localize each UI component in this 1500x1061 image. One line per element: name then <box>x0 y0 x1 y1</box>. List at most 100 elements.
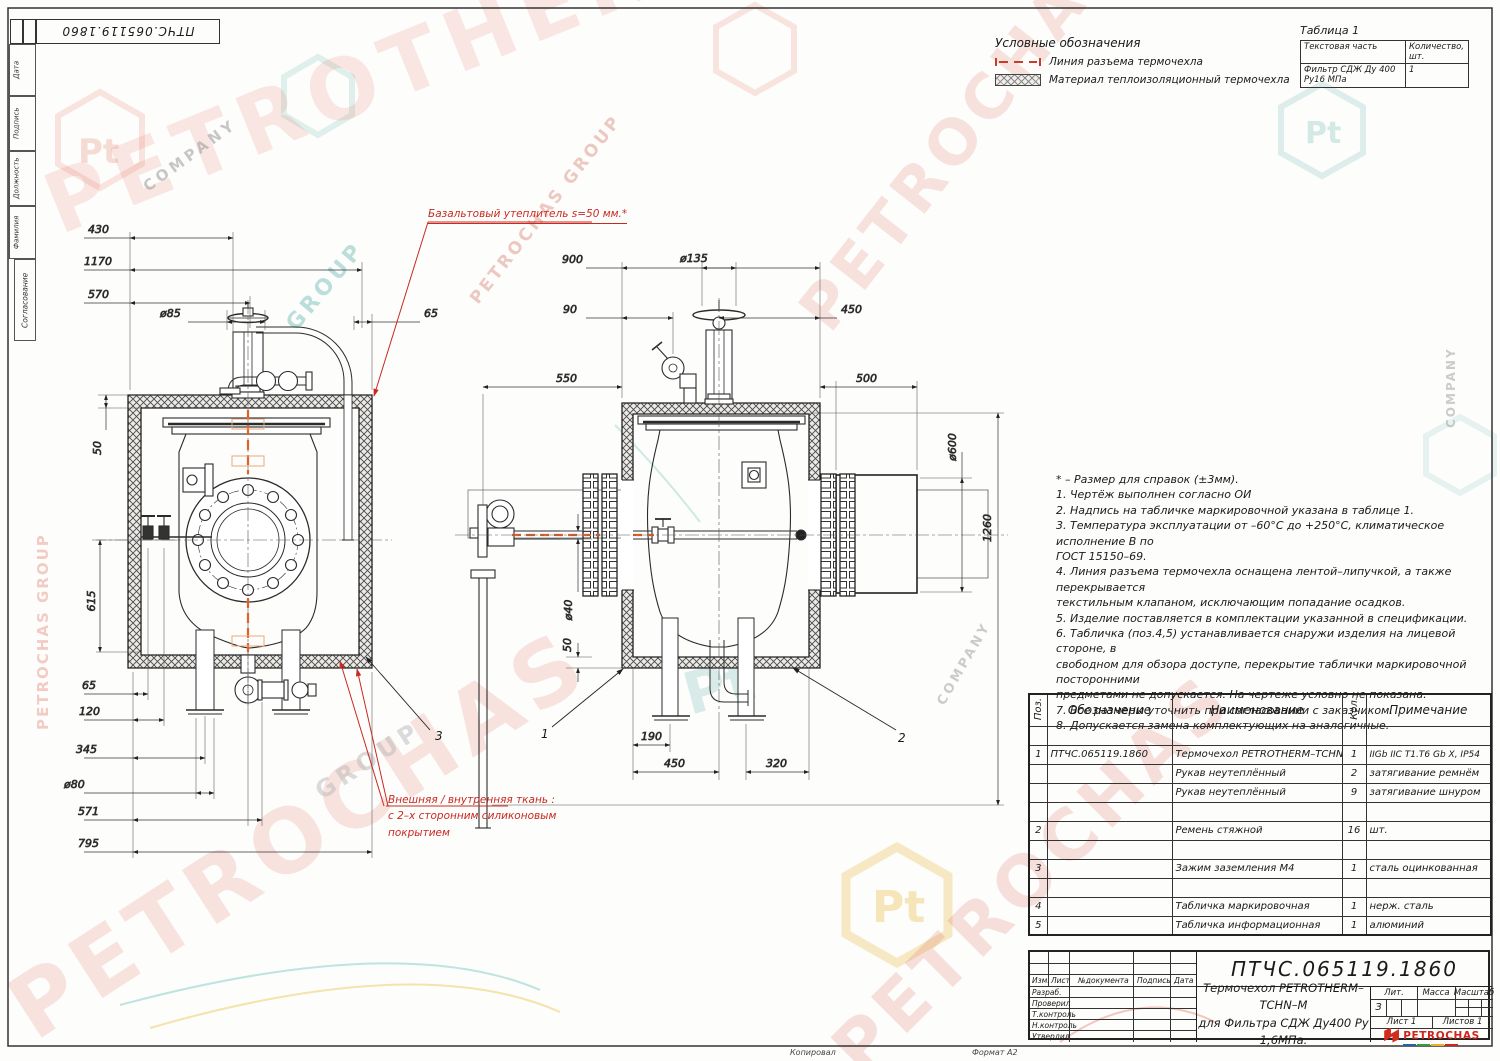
description-line: Термочехол PETROTHERM–TCHN–M <box>1203 981 1364 1013</box>
leader-lines: 3 1 2 <box>339 221 906 807</box>
dim-label: 900 <box>562 253 583 266</box>
title-block-sign-grid: Изм. Лист №документа Подпись Дата Разраб… <box>1030 952 1197 1042</box>
tb-sheet: Лист 1 <box>1386 1017 1417 1027</box>
legs <box>652 617 766 721</box>
legend-item: Линия разъема термочехла <box>995 56 1290 68</box>
swoosh-line <box>119 962 541 1006</box>
position-callout-3: 3 <box>435 729 443 743</box>
hexagon-watermark <box>1278 80 1366 180</box>
table-1-header-text: Текстовая часть <box>1300 40 1406 64</box>
dim-label: 90 <box>563 303 577 316</box>
tb-col-list: Лист <box>1051 976 1071 985</box>
hexagon-watermark <box>713 1 797 97</box>
dim-label: 450 <box>664 757 685 770</box>
insulation-swatch-icon <box>995 74 1041 86</box>
approval-cell-date: Дата <box>8 44 36 96</box>
fabric-callout-line: покрытием <box>388 826 450 839</box>
basalt-callout-text: Базальтовый утеплитель s=50 мм.* <box>428 206 628 225</box>
dim-label: ø600 <box>946 433 959 462</box>
spec-header-note: Примечание <box>1365 693 1492 727</box>
tb-mass-label: Масса <box>1422 988 1450 998</box>
approval-cell-position: Должность <box>8 151 36 206</box>
table-1-header-qty: Количество, шт. <box>1405 40 1469 64</box>
hexagon-watermark <box>55 88 145 192</box>
side-valves <box>141 515 212 540</box>
tb-col-sign: Подпись <box>1137 976 1171 985</box>
dim-label: ø40 <box>562 600 575 622</box>
tb-row-developed: Разраб. <box>1032 988 1062 997</box>
tb-row-tcontrol: Т.контроль <box>1032 1010 1076 1019</box>
hexagon-watermark <box>841 841 953 969</box>
note-line: 4. Линия разъема термочехла оснащена лен… <box>1056 565 1452 594</box>
legend-item-label: Материал теплоизоляционный термочехла <box>1049 74 1290 86</box>
spec-row <box>1028 725 1492 746</box>
sheet-frame <box>7 7 1493 1047</box>
tb-row-approved: Утвердил <box>1032 1032 1070 1041</box>
tb-col-izm: Изм. <box>1032 976 1050 985</box>
dim-label: 1260 <box>981 514 994 542</box>
note-line: * – Размер для справок (±3мм). <box>1056 473 1239 486</box>
dim-label: 50 <box>91 441 104 455</box>
angle-valve <box>651 341 697 404</box>
pt-watermark: Pt <box>1305 116 1341 151</box>
title-block: Изм. Лист №документа Подпись Дата Разраб… <box>1028 950 1494 1047</box>
fabric-callout: Внешняя / внутренняя ткань : с 2–х сторо… <box>388 792 556 841</box>
tb-lit-value: З <box>1375 1002 1382 1013</box>
side-view <box>455 298 1008 829</box>
note-line: текстильным клапаном, исключающим попада… <box>1056 596 1406 610</box>
dim-label: 65 <box>82 679 96 692</box>
table-1-cell-qty: 1 <box>1405 63 1469 88</box>
tb-row-checked: Проверил <box>1032 999 1071 1008</box>
tb-col-docnum: №документа <box>1078 976 1129 985</box>
title-block-right-section: Лит. Масса Масштаб З Лист 1 Листов 1 PET… <box>1370 987 1494 1046</box>
company-watermark: COMPANY <box>1444 347 1458 428</box>
approval-cell-name: Фамилия <box>8 206 36 259</box>
approval-label: Дата <box>9 45 23 95</box>
legend-item-label: Линия разъема термочехла <box>1049 56 1203 68</box>
position-callout-1: 1 <box>541 727 549 741</box>
note-line: ГОСТ 15150–69. <box>1056 549 1147 563</box>
dim-label: 571 <box>78 805 99 818</box>
dim-label: 500 <box>856 372 877 385</box>
format-label: Формат А2 <box>972 1048 1018 1057</box>
petrochas-logo-icon <box>1384 1027 1400 1043</box>
lid-nozzle-valve <box>219 370 313 395</box>
dim-label: 345 <box>76 743 97 756</box>
tb-row-ncontrol: Н.контроль <box>1032 1021 1077 1030</box>
tb-lit-label: Лит. <box>1384 988 1404 998</box>
note-line: 6. Табличка (поз.4,5) устанавливается сн… <box>1056 626 1456 656</box>
dim-label: 550 <box>556 372 577 385</box>
petrochas-group-watermark: PETROCHAS GROUP <box>34 533 52 730</box>
spec-header-name: Наименование <box>1171 693 1343 727</box>
approval-label: Согласование <box>20 272 30 328</box>
note-line: 3. Температура эксплуатации от –60°С до … <box>1056 519 1445 548</box>
spec-row <box>1028 839 1492 860</box>
position-callout-2: 2 <box>898 731 906 745</box>
hexagon-watermark <box>281 53 355 139</box>
inverted-doc-number: ПТЧС.065119.1860 <box>61 24 195 39</box>
table-1-cell-text: Фильтр СДЖ Ду 400 Ру16 МПа <box>1300 63 1406 88</box>
dim-label: 450 <box>841 303 862 316</box>
front-view <box>92 300 392 715</box>
pt-watermark: Pt <box>78 132 119 172</box>
legend-title: Условные обозначения <box>995 36 1141 50</box>
hexagon-watermark <box>1423 413 1497 497</box>
dim-label: 795 <box>78 837 99 850</box>
note-line: 1. Чертёж выполнен согласно ОИ <box>1056 488 1252 502</box>
swoosh-line <box>149 983 561 1029</box>
dim-label: 65 <box>424 307 438 320</box>
approval-cell-signature: Подпись <box>8 96 36 151</box>
description-line: для Фильтра СДЖ Ду400 Ру 1,6МПа. <box>1198 1015 1369 1047</box>
specification-table: Поз. Обозначение Наименование Кол. Приме… <box>1028 693 1492 936</box>
dim-label: ø85 <box>159 307 181 320</box>
tb-col-date: Дата <box>1174 976 1194 985</box>
title-block-description: Термочехол PETROTHERM–TCHN–M для Фильтра… <box>1196 981 1370 1047</box>
